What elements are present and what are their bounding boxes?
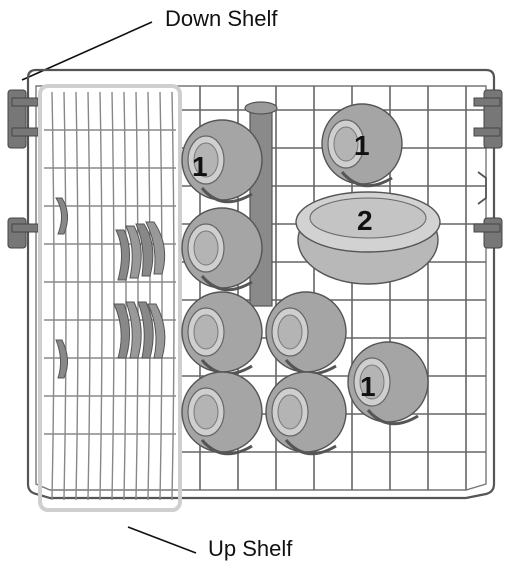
plate-marker: 2 <box>357 205 373 236</box>
tine <box>100 92 102 500</box>
down-shelf-leader-line <box>22 22 152 80</box>
up-shelf-label: Up Shelf <box>208 536 292 562</box>
tine <box>64 92 66 500</box>
cup-item <box>182 372 262 454</box>
tine <box>160 92 162 500</box>
tine <box>124 92 126 500</box>
tine <box>112 92 114 500</box>
cup-marker-2: 1 <box>354 130 370 161</box>
plates-in-basket <box>56 198 165 378</box>
up-shelf-leader-line <box>128 527 196 553</box>
tine <box>172 92 174 500</box>
left-rail-clips <box>8 90 38 248</box>
tine <box>88 92 90 500</box>
cup-item <box>182 292 262 374</box>
tine <box>148 92 150 500</box>
right-rail-clips <box>474 90 502 248</box>
cup-item <box>266 372 346 454</box>
plate-basket <box>40 86 180 510</box>
cup-marker-3: 1 <box>360 371 376 402</box>
cup-item <box>182 208 262 290</box>
tine <box>52 92 54 500</box>
tine <box>136 92 138 500</box>
cup-marker-1: 1 <box>192 151 208 182</box>
down-shelf-label: Down Shelf <box>165 6 278 32</box>
tine <box>76 92 78 500</box>
plate-tines <box>44 92 176 500</box>
cup-item <box>266 292 346 374</box>
